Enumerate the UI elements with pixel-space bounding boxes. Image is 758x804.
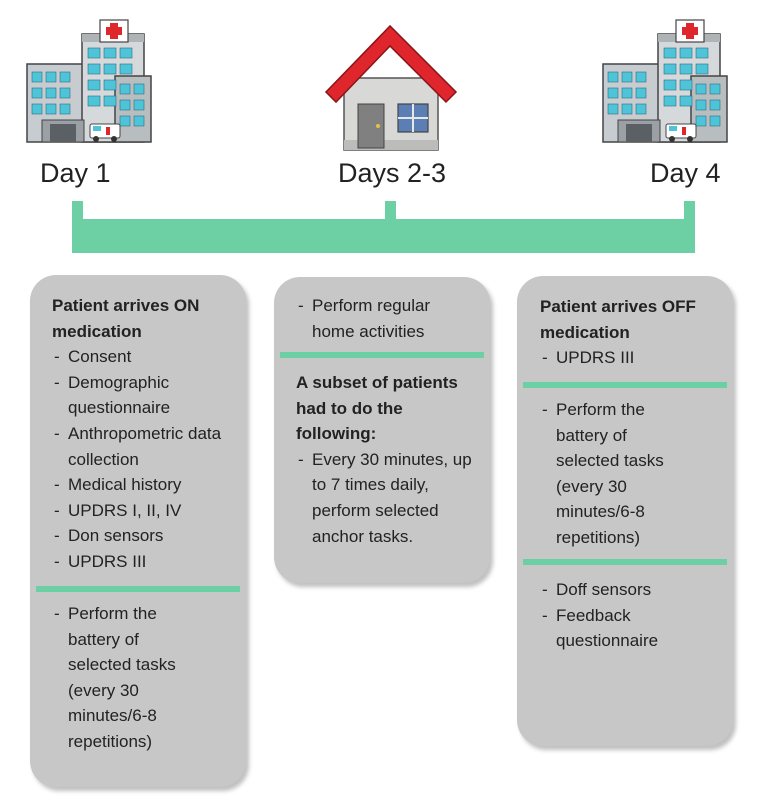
day4-divider-2	[523, 559, 727, 565]
hospital-icon	[602, 19, 728, 143]
days23-subheading: A subset of patients had to do the follo…	[296, 373, 458, 444]
day4-list: UPDRS III	[540, 345, 728, 371]
day-label-4: Day 4	[650, 158, 721, 188]
day4-text-middle: Perform the battery of selected tasks (e…	[540, 397, 690, 551]
list-item: UPDRS III	[540, 345, 728, 371]
days23-list-2: Every 30 minutes, up to 7 times daily, p…	[296, 447, 472, 549]
day-label-2-3: Days 2-3	[338, 158, 447, 188]
list-item: Anthropometric data collection	[52, 421, 242, 472]
list-item: UPDRS III	[52, 549, 242, 575]
days23-divider	[280, 352, 484, 358]
list-item: Doff sensors	[540, 577, 720, 603]
day1-divider	[36, 586, 240, 592]
days23-text-top: Perform regular home activities	[296, 293, 476, 344]
list-item: Don sensors	[52, 523, 242, 549]
list-item: UPDRS I, II, IV	[52, 498, 242, 524]
day1-list: Consent Demographic questionnaire Anthro…	[52, 344, 242, 574]
timeline-tick-day1	[72, 201, 83, 221]
day1-list-2: Perform the battery of selected tasks (e…	[52, 601, 202, 755]
house-icon	[324, 24, 458, 151]
day1-text-top: Patient arrives ON medication Consent De…	[52, 293, 242, 575]
day-label-1: Day 1	[40, 158, 111, 188]
day4-text-bottom: Doff sensors Feedback questionnaire	[540, 577, 720, 654]
days23-list: Perform regular home activities	[296, 293, 476, 344]
hospital-icon	[26, 19, 152, 143]
day4-text-top: Patient arrives OFF medication UPDRS III	[540, 294, 728, 371]
timeline-bar	[72, 219, 695, 253]
day4-list-2: Perform the battery of selected tasks (e…	[540, 397, 690, 551]
list-item: Feedback questionnaire	[540, 603, 720, 654]
list-item: Perform the battery of selected tasks (e…	[52, 601, 202, 755]
list-item: Consent	[52, 344, 242, 370]
days23-text-bottom: A subset of patients had to do the follo…	[296, 370, 472, 549]
day1-text-bottom: Perform the battery of selected tasks (e…	[52, 601, 202, 755]
day4-divider-1	[523, 382, 727, 388]
list-item: Demographic questionnaire	[52, 370, 242, 421]
list-item: Perform the battery of selected tasks (e…	[540, 397, 690, 551]
day4-list-3: Doff sensors Feedback questionnaire	[540, 577, 720, 654]
timeline-tick-day4	[684, 201, 695, 221]
day1-heading: Patient arrives ON medication	[52, 296, 200, 341]
list-item: Every 30 minutes, up to 7 times daily, p…	[296, 447, 472, 549]
timeline-tick-days23	[385, 201, 396, 221]
day4-heading: Patient arrives OFF medication	[540, 297, 696, 342]
list-item: Medical history	[52, 472, 242, 498]
list-item: Perform regular home activities	[296, 293, 476, 344]
